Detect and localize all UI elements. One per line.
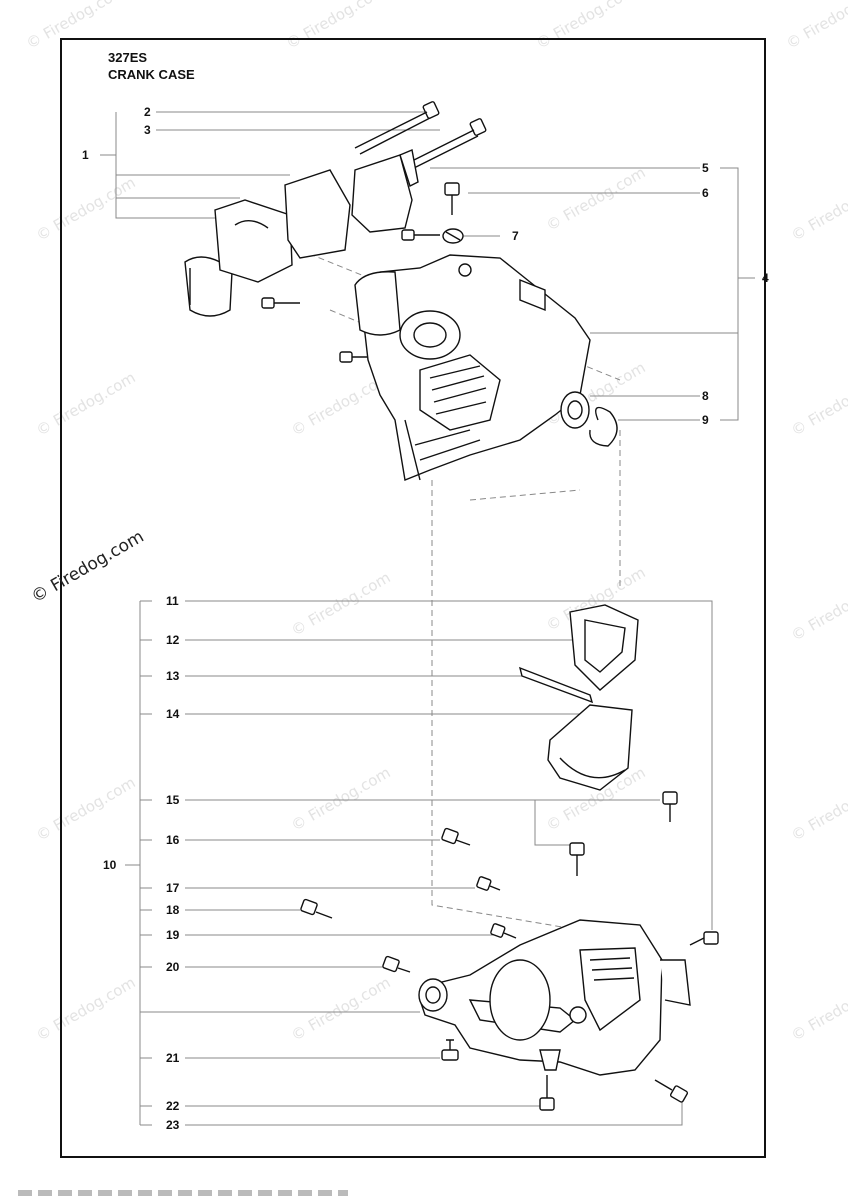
bolt-3 [409, 118, 487, 169]
screw-17 [476, 876, 501, 891]
callout-17: 17 [166, 881, 180, 895]
screw-19 [490, 923, 517, 939]
callout-21: 21 [166, 1051, 180, 1065]
callout-5: 5 [702, 161, 709, 175]
callout-12: 12 [166, 633, 180, 647]
gasket-13 [518, 666, 594, 704]
callout-14: 14 [166, 707, 180, 721]
callout-11: 11 [166, 594, 179, 608]
cylinder-sleeve [354, 271, 401, 336]
callout-7: 7 [512, 229, 519, 243]
bearing-housing [214, 199, 293, 283]
leader-lines [100, 111, 755, 1126]
seal-8 [560, 391, 590, 429]
callout-8: 8 [702, 389, 709, 403]
callout-20: 20 [166, 960, 180, 974]
screw-23 [654, 1079, 689, 1103]
screw-11 [689, 931, 719, 946]
screw-22 [539, 1075, 555, 1111]
screw-15a [662, 791, 678, 822]
leader-23 [185, 1095, 683, 1126]
screw-6 [444, 182, 460, 215]
callout-1: 1 [82, 148, 89, 162]
callout-13: 13 [166, 669, 180, 683]
callout-22: 22 [166, 1099, 180, 1113]
callout-3: 3 [144, 123, 151, 137]
bearing-cap-a [284, 169, 351, 259]
lower-parts [300, 604, 719, 1111]
upper-parts [184, 101, 618, 481]
section-title: CRANK CASE [108, 67, 195, 82]
screw-20 [382, 955, 411, 973]
diagram-frame [60, 38, 766, 1158]
crank-case-half-lower [418, 919, 691, 1076]
spring-7 [442, 228, 464, 244]
screw-16 [441, 827, 471, 846]
screw-side [401, 229, 440, 241]
screw-21 [441, 1039, 459, 1061]
bracket-4 [720, 167, 739, 421]
screw-left [261, 297, 300, 309]
callout-16: 16 [166, 833, 180, 847]
bracket-1 [115, 112, 205, 219]
callout-10: 10 [103, 858, 117, 872]
callout-2: 2 [144, 105, 151, 119]
bottom-strip [18, 1190, 348, 1196]
leader-11 [185, 600, 713, 930]
callout-19: 19 [166, 928, 180, 942]
circlip-9 [589, 406, 618, 447]
screw-18 [300, 898, 333, 919]
callout-23: 23 [166, 1118, 180, 1132]
callout-15: 15 [166, 793, 180, 807]
bearing-half-a [184, 256, 233, 317]
model-title: 327ES [108, 50, 148, 65]
screw-15b [569, 842, 585, 876]
callout-6: 6 [702, 186, 709, 200]
callout-9: 9 [702, 413, 709, 427]
crank-case-half-upper [359, 254, 591, 481]
callout-4: 4 [762, 271, 769, 285]
bolt-2 [354, 101, 440, 155]
callout-18: 18 [166, 903, 180, 917]
